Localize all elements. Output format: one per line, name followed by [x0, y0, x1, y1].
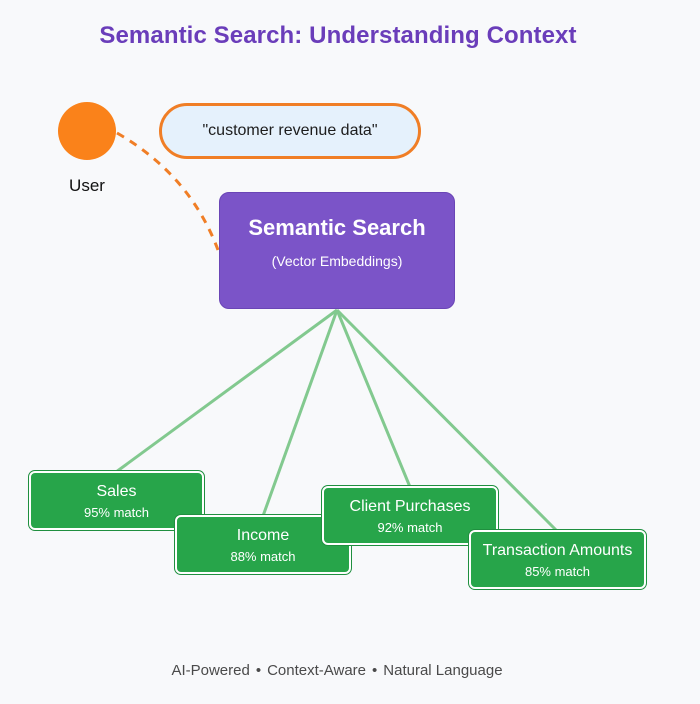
- result-node-income: Income 88% match: [175, 515, 351, 574]
- result-node-transaction-amounts: Transaction Amounts 85% match: [469, 530, 646, 589]
- query-text: "customer revenue data": [202, 122, 378, 139]
- result-match-score: 85% match: [524, 564, 591, 579]
- semantic-search-node: Semantic Search (Vector Embeddings): [219, 192, 455, 309]
- result-node-sales: Sales 95% match: [29, 471, 204, 530]
- footer-item: AI-Powered: [171, 662, 250, 679]
- result-match-score: 88% match: [230, 549, 296, 564]
- footer-tagline: AI-Powered • Context-Aware • Natural Languag…: [0, 662, 674, 679]
- user-avatar: [58, 102, 116, 160]
- query-bubble: "customer revenue data": [159, 103, 421, 159]
- connector-line-income: [261, 309, 339, 517]
- connector-line-sales: [115, 308, 338, 474]
- footer-item: Context-Aware: [267, 662, 367, 679]
- result-node-client-purchases: Client Purchases 92% match: [322, 486, 498, 545]
- user-to-engine-dashed-link: [116, 131, 220, 251]
- result-match-score: 92% match: [377, 520, 443, 535]
- engine-title: Semantic Search: [248, 215, 426, 240]
- page-title: Semantic Search: Understanding Context: [99, 22, 577, 49]
- footer-separator: •: [255, 662, 262, 679]
- footer-separator: •: [372, 662, 378, 679]
- connector-line-transaction-amounts: [335, 308, 559, 533]
- engine-subtitle: (Vector Embeddings): [271, 253, 403, 269]
- user-label: User: [69, 176, 105, 195]
- result-label: Transaction Amounts: [482, 542, 633, 559]
- result-match-score: 95% match: [83, 505, 150, 520]
- connector-line-client-purchases: [335, 309, 412, 488]
- result-label: Income: [236, 527, 290, 544]
- result-label: Client Purchases: [349, 498, 471, 515]
- result-label: Sales: [96, 483, 137, 500]
- footer-item: Natural Language: [383, 662, 503, 679]
